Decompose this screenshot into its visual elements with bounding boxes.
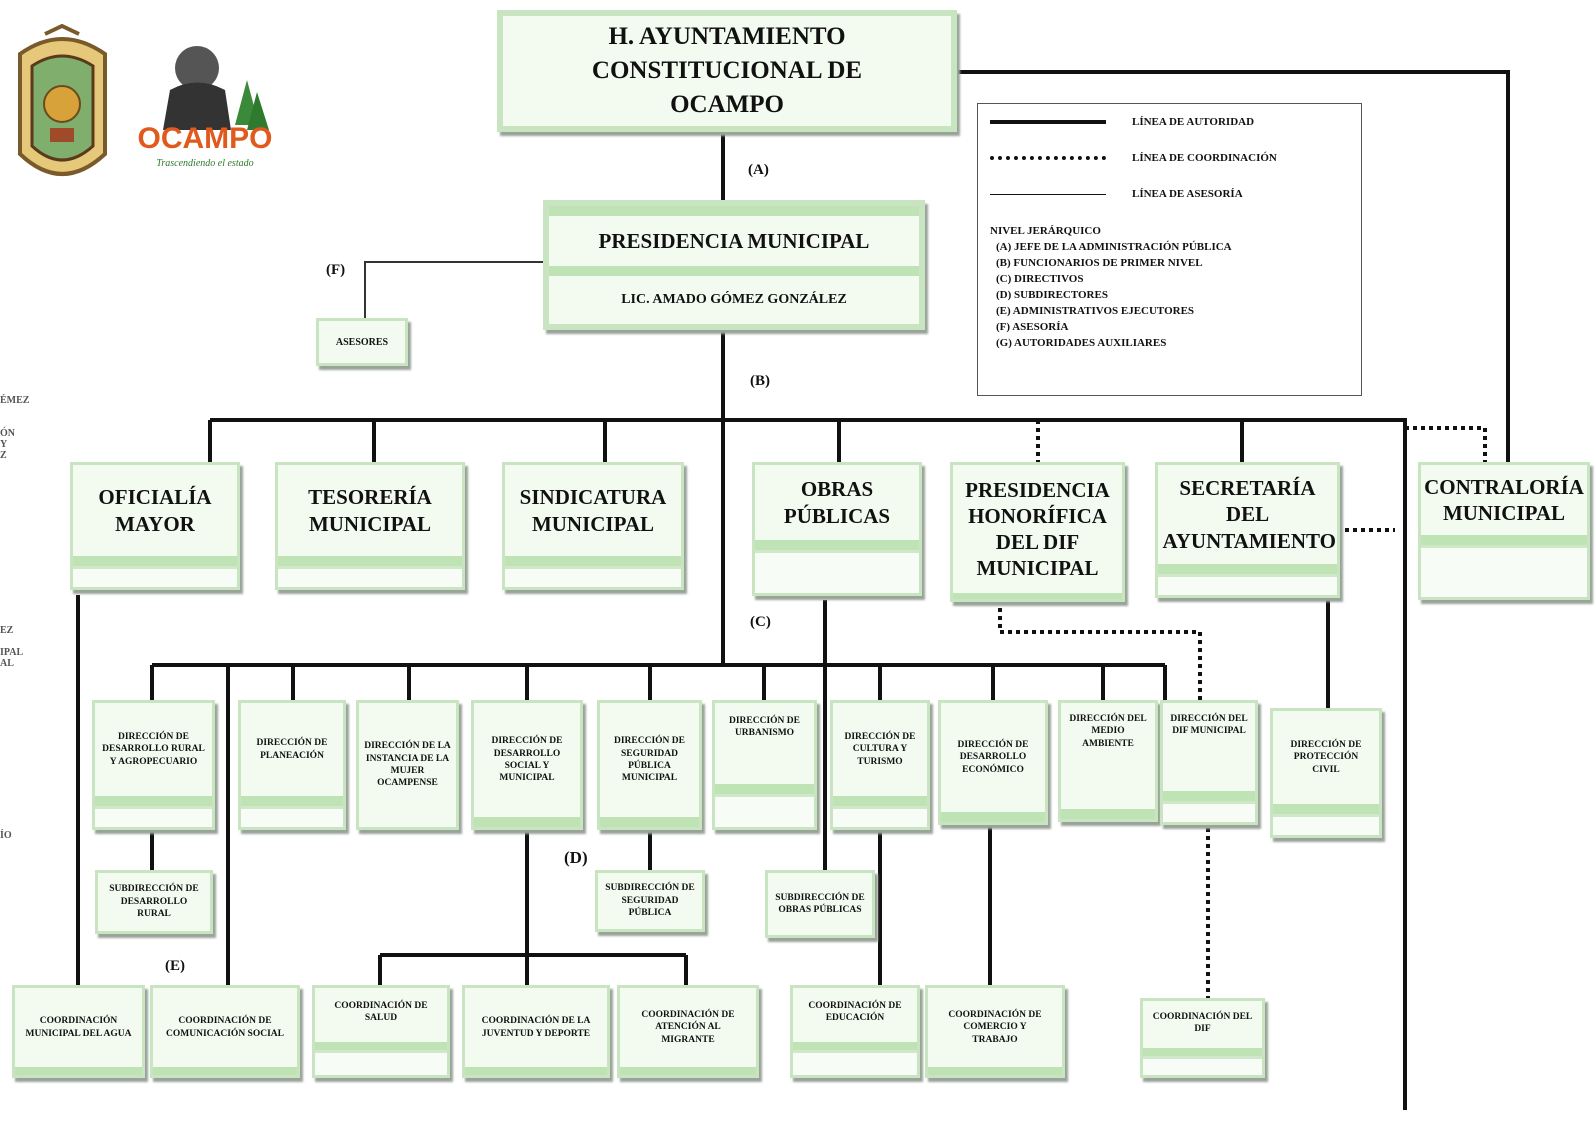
node-oficialia-label: OFICIALÍA MAYOR: [98, 485, 212, 536]
node-dir-dif: DIRECCIÓN DEL DIF MUNICIPAL: [1160, 700, 1258, 825]
ocampo-brand-text: OCAMPO: [137, 122, 273, 155]
node-dir-seguridad: DIRECCIÓN DE SEGURIDAD PÚBLICA MUNICIPAL: [597, 700, 702, 830]
node-label: DIRECCIÓN DE SEGURIDAD PÚBLICA MUNICIPAL: [614, 736, 685, 784]
node-contraloria-label: CONTRALORÍA MUNICIPAL: [1424, 474, 1584, 525]
node-label: SUBDIRECCIÓN DE OBRAS PÚBLICAS: [775, 892, 865, 915]
authority-line-sample: [990, 120, 1106, 124]
node-coord-dif: COORDINACIÓN DEL DIF: [1140, 998, 1265, 1078]
level-marker-b: (B): [750, 373, 770, 389]
node-dir-planeacion: DIRECCIÓN DE PLANEACIÓN: [238, 700, 346, 830]
node-label: COORDINACIÓN DE COMERCIO Y TRABAJO: [948, 1009, 1042, 1045]
node-ayuntamiento-label: H. AYUNTAMIENTO CONSTITUCIONAL DE OCAMPO: [591, 23, 863, 118]
node-label: SUBDIRECCIÓN DE SEGURIDAD PÚBLICA: [605, 883, 695, 919]
node-dif-pres-label: PRESIDENCIA HONORÍFICA DEL DIF MUNICIPAL: [965, 477, 1110, 581]
legend: LÍNEA DE AUTORIDAD LÍNEA DE COORDINACIÓN…: [977, 103, 1362, 396]
node-tesoreria-label: TESORERÍA MUNICIPAL: [308, 485, 432, 536]
coordination-line-sample: [990, 156, 1106, 160]
legend-authority-label: LÍNEA DE AUTORIDAD: [1132, 116, 1255, 128]
node-presidencia: PRESIDENCIA MUNICIPAL LIC. AMADO GÓMEZ G…: [543, 200, 925, 330]
node-secretaria: SECRETARÍA DEL AYUNTAMIENTO: [1155, 462, 1340, 598]
node-dir-instancia-mujer: DIRECCIÓN DE LA INSTANCIA DE LA MUJER OC…: [356, 700, 459, 830]
node-dir-desarrollo-social: DIRECCIÓN DE DESARROLLO SOCIAL Y MUNICIP…: [471, 700, 583, 830]
node-label: COORDINACIÓN DE SALUD: [334, 1001, 428, 1024]
node-presidencia-label: PRESIDENCIA MUNICIPAL: [598, 228, 870, 253]
legend-item: (A) JEFE DE LA ADMINISTRACIÓN PÚBLICA: [996, 240, 1232, 253]
node-obras-label: OBRAS PÚBLICAS: [783, 477, 891, 528]
ocampo-brand-slogan: Trascendiendo el estado: [156, 158, 254, 169]
node-label: COORDINACIÓN DEL DIF: [1152, 1012, 1253, 1035]
legend-item: (B) FUNCIONARIOS DE PRIMER NIVEL: [996, 256, 1203, 269]
legend-item: (E) ADMINISTRATIVOS EJECUTORES: [996, 304, 1195, 317]
node-label: COORDINACIÓN DE ATENCIÓN AL MIGRANTE: [641, 1009, 735, 1045]
level-marker-c: (C): [750, 614, 771, 630]
node-label: COORDINACIÓN MUNICIPAL DEL AGUA: [25, 1016, 132, 1039]
node-coord-juventud: COORDINACIÓN DE LA JUVENTUD Y DEPORTE: [462, 985, 610, 1078]
legend-title: NIVEL JERÁRQUICO: [990, 225, 1101, 237]
node-label: DIRECCIÓN DE PROTECCIÓN CIVIL: [1290, 739, 1362, 775]
node-label: DIRECCIÓN DEL DIF MUNICIPAL: [1170, 714, 1248, 737]
node-sub-desarrollo-rural: SUBDIRECCIÓN DE DESARROLLO RURAL: [95, 870, 213, 934]
node-dir-desarrollo-rural: DIRECCIÓN DE DESARROLLO RURAL Y AGROPECU…: [92, 700, 215, 830]
node-sindicatura: SINDICATURA MUNICIPAL: [502, 462, 684, 590]
legend-advisory-label: LÍNEA DE ASESORÍA: [1132, 188, 1243, 200]
node-oficialia-mayor: OFICIALÍA MAYOR: [70, 462, 240, 590]
node-label: DIRECCIÓN DE URBANISMO: [729, 716, 800, 739]
node-sub-seguridad: SUBDIRECCIÓN DE SEGURIDAD PÚBLICA: [595, 870, 705, 932]
advisory-line-sample: [990, 193, 1106, 195]
node-label: DIRECCIÓN DEL MEDIO AMBIENTE: [1069, 714, 1147, 749]
level-marker-a: (A): [748, 162, 769, 178]
legend-item: (G) AUTORIDADES AUXILIARES: [996, 336, 1167, 349]
clipped-edge-text: ÍO: [0, 830, 12, 841]
node-label: COORDINACIÓN DE EDUCACIÓN: [808, 1001, 902, 1024]
node-secretaria-label: SECRETARÍA DEL AYUNTAMIENTO: [1162, 476, 1336, 553]
legend-item: (F) ASESORÍA: [996, 320, 1069, 333]
node-presidente-name: LIC. AMADO GÓMEZ GONZÁLEZ: [621, 292, 847, 307]
node-label: DIRECCIÓN DE DESARROLLO RURAL Y AGROPECU…: [102, 731, 205, 767]
node-asesores-label: ASESORES: [335, 336, 389, 348]
level-marker-d: (D): [564, 848, 588, 867]
node-label: DIRECCIÓN DE DESARROLLO SOCIAL Y MUNICIP…: [491, 736, 563, 784]
node-tesoreria: TESORERÍA MUNICIPAL: [275, 462, 465, 590]
node-coord-educacion: COORDINACIÓN DE EDUCACIÓN: [790, 985, 920, 1078]
node-coord-comercio: COORDINACIÓN DE COMERCIO Y TRABAJO: [925, 985, 1065, 1078]
node-label: DIRECCIÓN DE DESARROLLO ECONÓMICO: [957, 739, 1029, 775]
node-label: DIRECCIÓN DE CULTURA Y TURISMO: [844, 731, 916, 767]
node-coord-salud: COORDINACIÓN DE SALUD: [312, 985, 450, 1078]
level-marker-f: (F): [326, 262, 346, 278]
ocampo-brand-logo: OCAMPO Trascendiendo el estado: [135, 30, 275, 190]
node-label: DIRECCIÓN DE PLANEACIÓN: [256, 738, 328, 761]
node-contraloria: CONTRALORÍA MUNICIPAL: [1418, 462, 1590, 600]
node-obras-publicas: OBRAS PÚBLICAS: [752, 462, 922, 596]
node-dir-cultura: DIRECCIÓN DE CULTURA Y TURISMO: [830, 700, 930, 830]
legend-coordination-label: LÍNEA DE COORDINACIÓN: [1132, 152, 1277, 164]
node-dir-medio-ambiente: DIRECCIÓN DEL MEDIO AMBIENTE: [1058, 700, 1158, 822]
node-label: DIRECCIÓN DE LA INSTANCIA DE LA MUJER OC…: [364, 741, 451, 789]
node-dir-proteccion-civil: DIRECCIÓN DE PROTECCIÓN CIVIL: [1270, 708, 1382, 838]
node-ayuntamiento: H. AYUNTAMIENTO CONSTITUCIONAL DE OCAMPO: [497, 10, 957, 132]
legend-item: (C) DIRECTIVOS: [996, 272, 1084, 285]
node-dir-desarrollo-economico: DIRECCIÓN DE DESARROLLO ECONÓMICO: [938, 700, 1048, 825]
node-coord-agua: COORDINACIÓN MUNICIPAL DEL AGUA: [12, 985, 145, 1078]
coat-of-arms-logo: [10, 23, 115, 199]
node-label: COORDINACIÓN DE COMUNICACIÓN SOCIAL: [166, 1016, 284, 1039]
legend-item: (D) SUBDIRECTORES: [996, 288, 1108, 301]
level-marker-e: (E): [165, 958, 185, 974]
node-coord-migrante: COORDINACIÓN DE ATENCIÓN AL MIGRANTE: [617, 985, 759, 1078]
node-presidencia-dif: PRESIDENCIA HONORÍFICA DEL DIF MUNICIPAL: [950, 462, 1125, 602]
node-sub-obras-publicas: SUBDIRECCIÓN DE OBRAS PÚBLICAS: [765, 870, 875, 938]
node-asesores: ASESORES: [316, 318, 408, 366]
node-sindicatura-label: SINDICATURA MUNICIPAL: [519, 485, 667, 536]
node-label: SUBDIRECCIÓN DE DESARROLLO RURAL: [109, 884, 199, 920]
node-label: COORDINACIÓN DE LA JUVENTUD Y DEPORTE: [481, 1016, 591, 1039]
node-dir-urbanismo: DIRECCIÓN DE URBANISMO: [712, 700, 817, 830]
node-coord-comunicacion: COORDINACIÓN DE COMUNICACIÓN SOCIAL: [150, 985, 300, 1078]
